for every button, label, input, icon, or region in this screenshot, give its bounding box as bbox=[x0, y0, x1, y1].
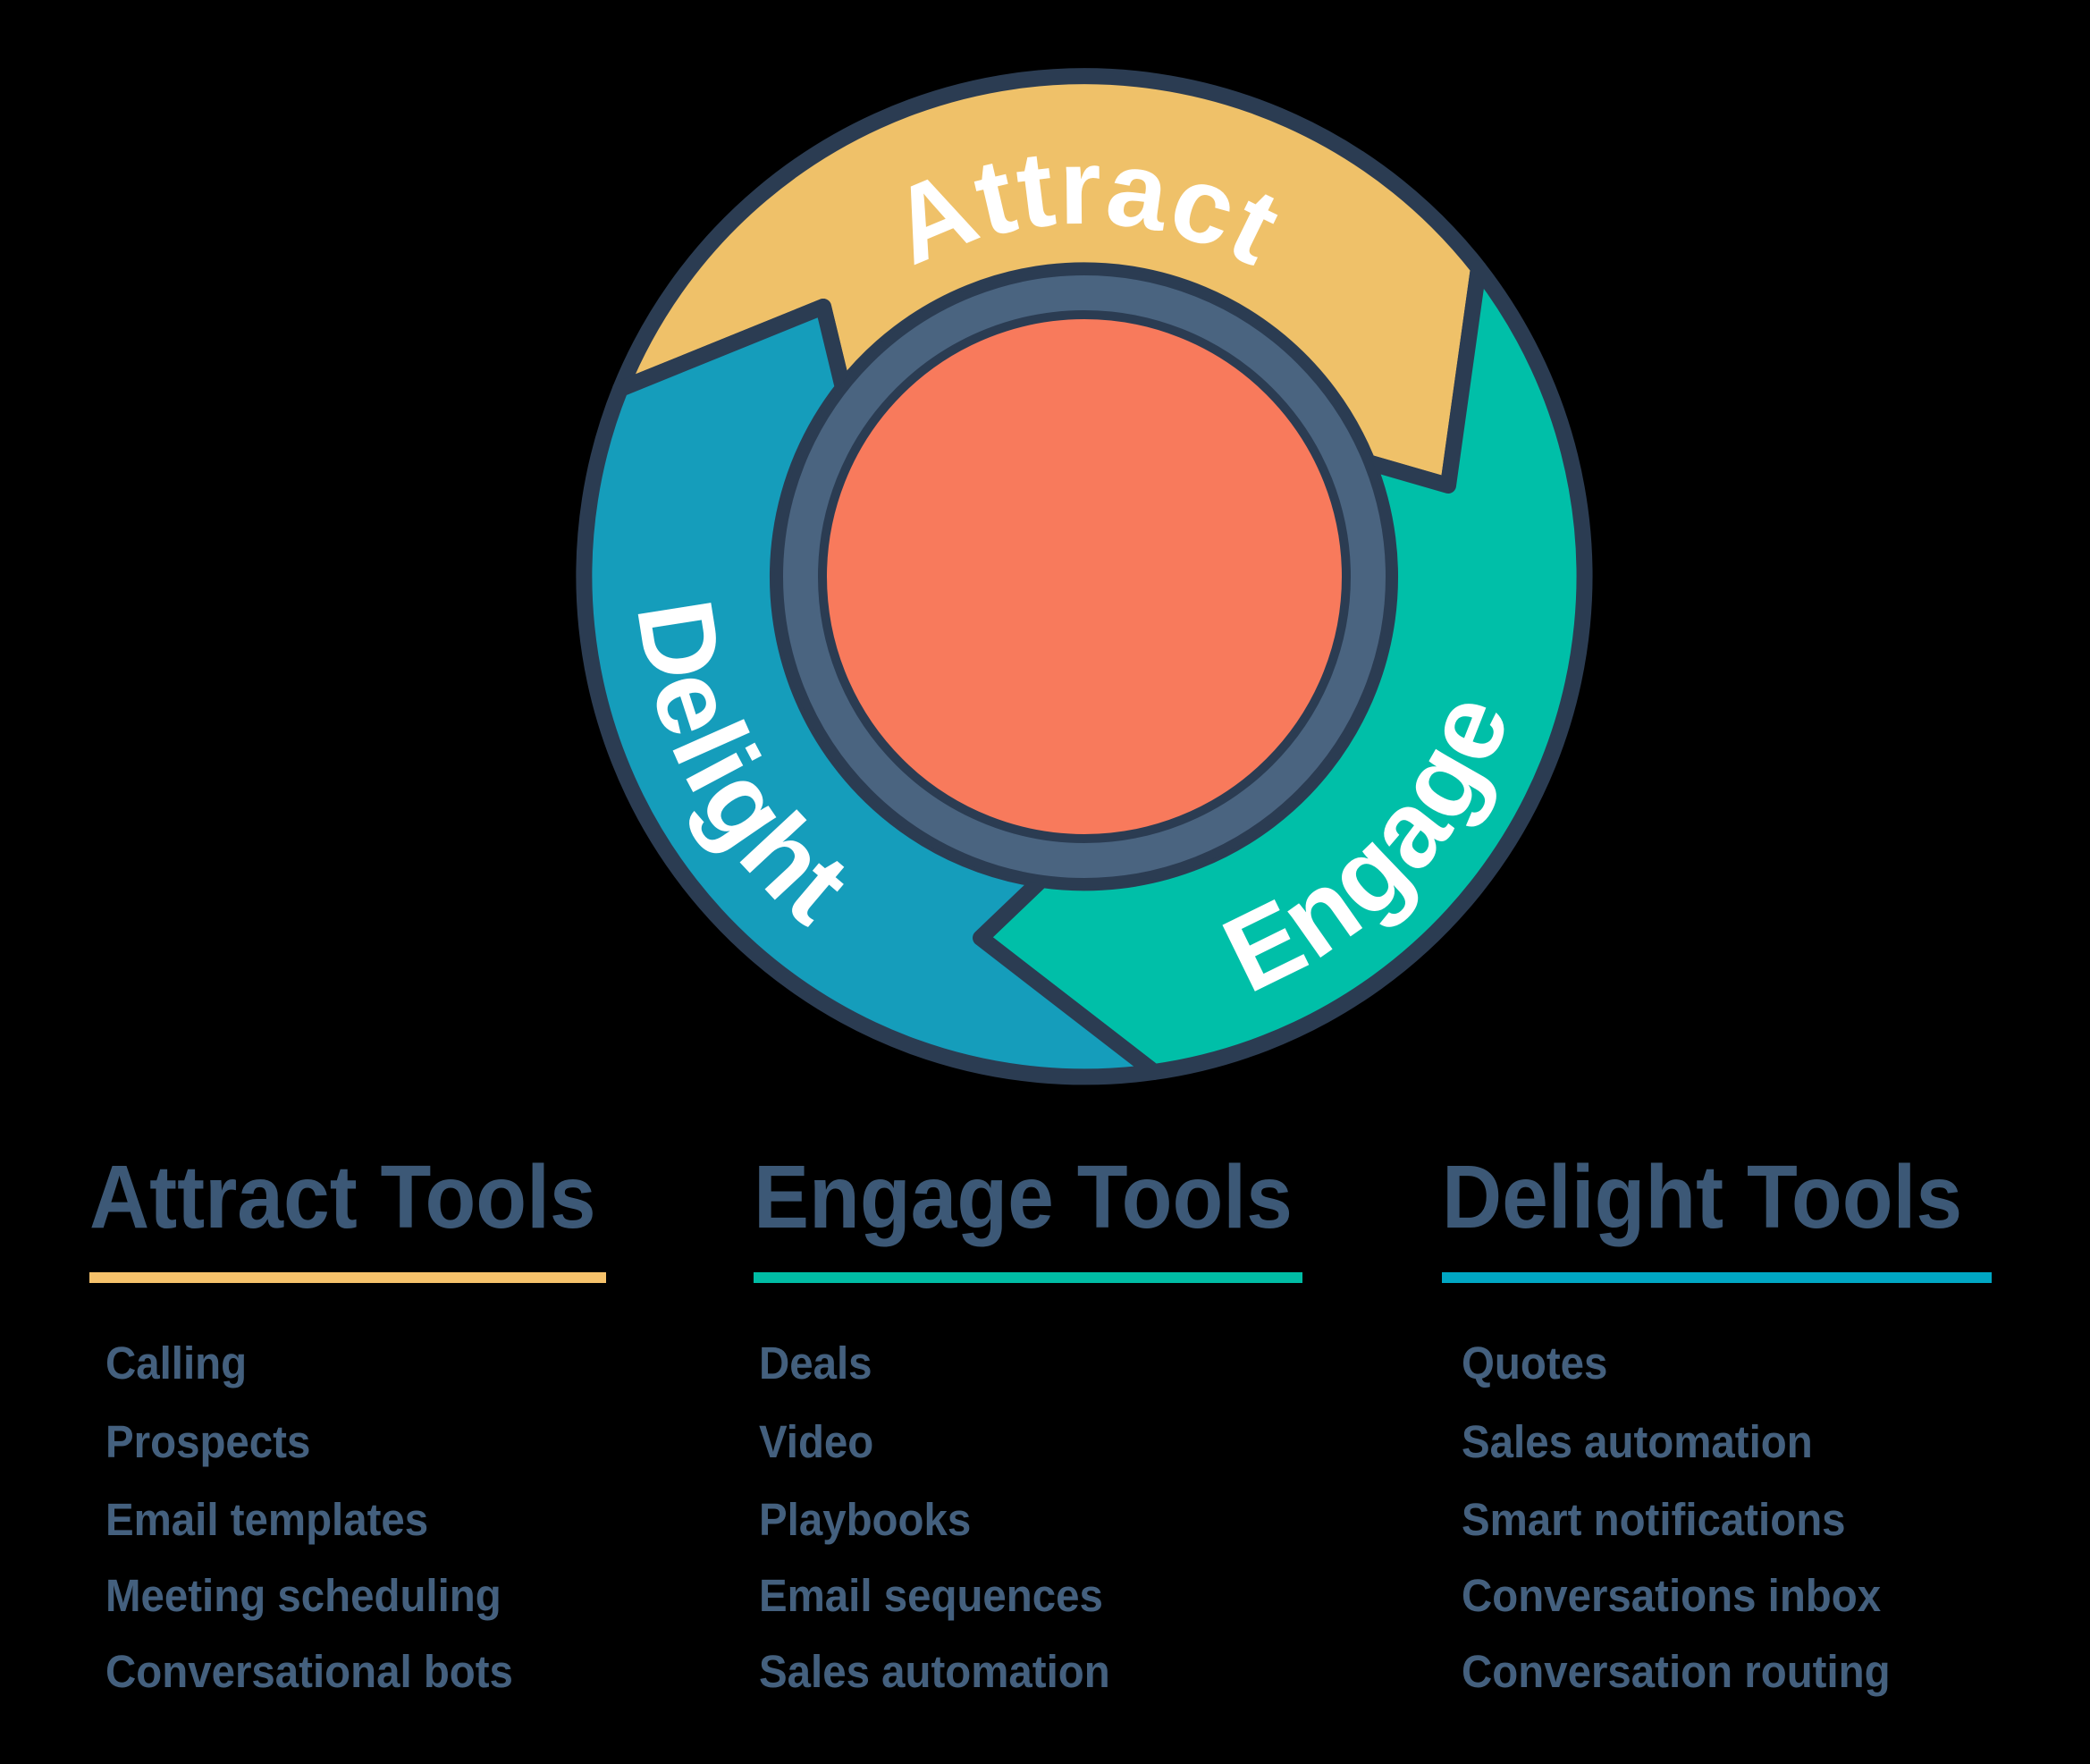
list-item: Prospects bbox=[105, 1416, 311, 1467]
list-item: Playbooks bbox=[759, 1494, 972, 1545]
list-item: Smart notifications bbox=[1462, 1494, 1846, 1545]
list-item: Email sequences bbox=[759, 1570, 1103, 1621]
list-item: Quotes bbox=[1462, 1338, 1608, 1388]
list-item: Email templates bbox=[105, 1494, 429, 1545]
attract-tools-underline bbox=[89, 1272, 606, 1283]
list-item: Calling bbox=[105, 1338, 248, 1388]
flywheel-diagram: Attract Engage Delight bbox=[576, 68, 1593, 1085]
list-item: Deals bbox=[759, 1338, 872, 1388]
list-item: Video bbox=[759, 1416, 874, 1467]
delight-tools-heading: Delight Tools bbox=[1442, 1147, 1963, 1247]
list-item: Conversations inbox bbox=[1462, 1570, 1882, 1621]
list-item: Conversation routing bbox=[1462, 1646, 1891, 1697]
hub-core bbox=[818, 310, 1351, 843]
engage-tools-underline bbox=[754, 1272, 1302, 1283]
engage-tools-heading: Engage Tools bbox=[754, 1147, 1293, 1247]
list-item: Sales automation bbox=[1462, 1416, 1813, 1467]
list-item: Sales automation bbox=[759, 1646, 1110, 1697]
delight-tools-underline bbox=[1442, 1272, 1992, 1283]
list-item: Meeting scheduling bbox=[105, 1570, 501, 1621]
list-item: Conversational bots bbox=[105, 1646, 513, 1697]
attract-tools-heading: Attract Tools bbox=[89, 1147, 596, 1247]
